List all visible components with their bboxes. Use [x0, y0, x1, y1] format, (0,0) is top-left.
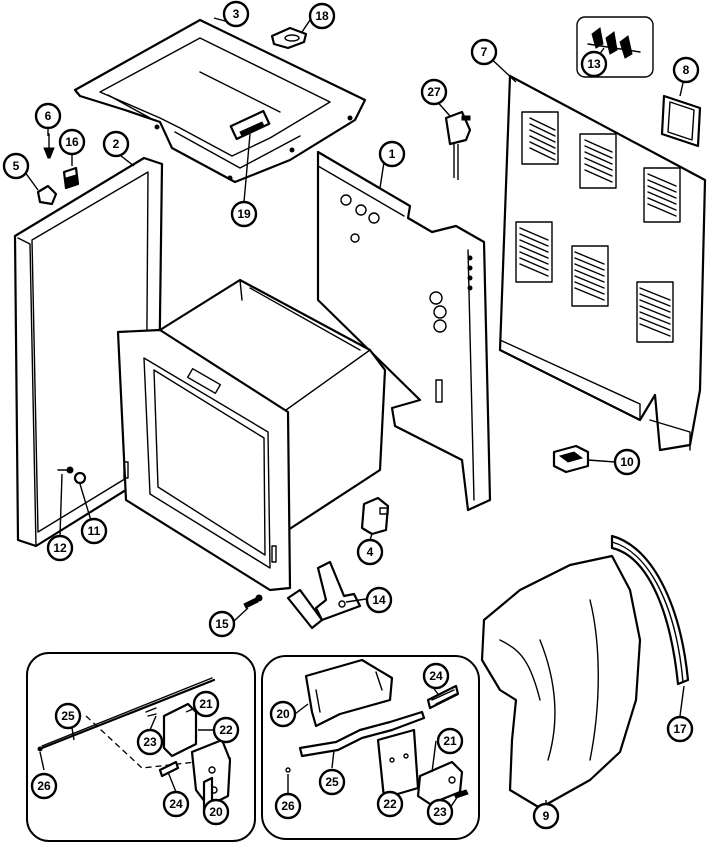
svg-text:4: 4	[367, 545, 374, 559]
clip-part	[62, 166, 80, 190]
callout-19: 19	[230, 200, 258, 228]
callout-left-26: 26	[30, 772, 58, 800]
right-inset-box	[261, 655, 480, 840]
callout-right-23: 23	[426, 798, 454, 826]
bracket-small-part	[36, 184, 58, 206]
rear-panel-part	[498, 74, 707, 452]
callout-left-22: 22	[212, 716, 240, 744]
svg-text:13: 13	[587, 57, 601, 71]
callout-18: 18	[308, 2, 336, 30]
top-panel-bracket-part	[239, 121, 265, 137]
small-cap-part	[270, 26, 308, 50]
svg-text:14: 14	[372, 593, 386, 607]
left-inset-box	[26, 652, 256, 842]
callout-5: 5	[2, 152, 30, 180]
svg-text:8: 8	[683, 63, 690, 77]
callout-10: 10	[613, 448, 641, 476]
svg-text:10: 10	[620, 455, 634, 469]
callout-11: 11	[80, 517, 108, 545]
svg-text:26: 26	[37, 779, 51, 793]
svg-text:20: 20	[209, 805, 223, 819]
callout-12: 12	[46, 534, 74, 562]
callout-27: 27	[420, 78, 448, 106]
svg-text:26: 26	[281, 799, 295, 813]
svg-text:20: 20	[276, 707, 290, 721]
callout-right-22: 22	[376, 790, 404, 818]
svg-text:9: 9	[543, 809, 550, 823]
svg-text:12: 12	[53, 541, 67, 555]
side-panel-part	[316, 150, 492, 512]
callout-left-20: 20	[202, 798, 230, 826]
hinge-part	[286, 560, 362, 630]
oven-front-frame-part	[116, 328, 292, 592]
callout-right-24: 24	[422, 662, 450, 690]
callout-right-26: 26	[274, 792, 302, 820]
svg-text:25: 25	[61, 709, 75, 723]
svg-text:19: 19	[237, 207, 251, 221]
switch-part	[444, 110, 472, 180]
callout-right-20: 20	[269, 700, 297, 728]
square-plate-part	[660, 94, 702, 148]
callout-1: 1	[378, 140, 406, 168]
svg-text:21: 21	[443, 734, 457, 748]
callout-right-25: 25	[318, 768, 346, 796]
callout-left-25: 25	[54, 702, 82, 730]
svg-text:2: 2	[113, 137, 120, 151]
svg-text:24: 24	[429, 669, 443, 683]
screw-15-part	[243, 594, 263, 609]
latch-bracket-part	[552, 444, 590, 474]
callout-17: 17	[666, 715, 694, 743]
callout-3: 3	[222, 0, 250, 28]
svg-text:7: 7	[481, 45, 488, 59]
svg-text:24: 24	[169, 797, 183, 811]
callout-2: 2	[102, 130, 130, 158]
svg-text:1: 1	[389, 147, 396, 161]
clip-assembly-part	[576, 16, 654, 78]
svg-text:18: 18	[315, 9, 329, 23]
svg-text:23: 23	[143, 735, 157, 749]
svg-text:6: 6	[45, 109, 52, 123]
callout-13: 13	[580, 50, 608, 78]
svg-text:21: 21	[199, 697, 213, 711]
insulation-part	[480, 554, 642, 810]
svg-text:27: 27	[427, 85, 441, 99]
callout-left-23: 23	[136, 728, 164, 756]
screw-part	[43, 133, 55, 159]
callout-16: 16	[58, 128, 86, 156]
svg-text:22: 22	[383, 797, 397, 811]
callout-4: 4	[356, 538, 384, 566]
svg-text:3: 3	[233, 7, 240, 21]
callout-right-21: 21	[436, 727, 464, 755]
callout-15: 15	[208, 610, 236, 638]
screw-12-part	[57, 466, 74, 474]
svg-text:16: 16	[65, 135, 79, 149]
screw-11-part	[73, 471, 87, 485]
callout-9: 9	[532, 802, 560, 830]
callout-left-24: 24	[162, 790, 190, 818]
svg-text:11: 11	[88, 524, 101, 538]
svg-text:5: 5	[13, 159, 20, 173]
callout-14: 14	[365, 586, 393, 614]
callout-7: 7	[470, 38, 498, 66]
callout-8: 8	[672, 56, 700, 84]
callout-left-21: 21	[192, 690, 220, 718]
curved-strip-part	[610, 534, 690, 686]
svg-text:25: 25	[325, 775, 339, 789]
callout-6: 6	[34, 102, 62, 130]
svg-text:23: 23	[433, 805, 447, 819]
svg-text:15: 15	[215, 617, 229, 631]
small-bracket-4-part	[360, 496, 390, 536]
svg-text:17: 17	[673, 722, 687, 736]
top-panel-part	[73, 18, 367, 184]
svg-text:22: 22	[219, 723, 233, 737]
